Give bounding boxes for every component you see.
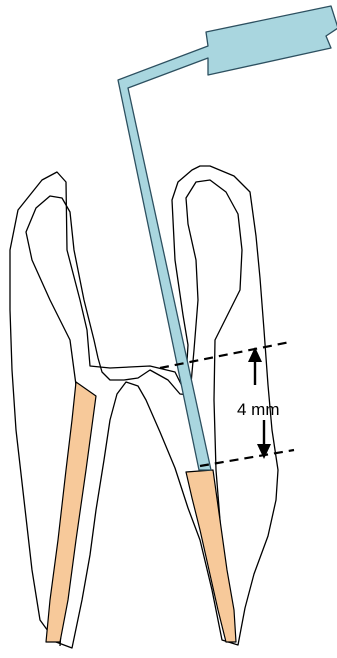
measurement-label: 4 mm [237, 400, 280, 419]
